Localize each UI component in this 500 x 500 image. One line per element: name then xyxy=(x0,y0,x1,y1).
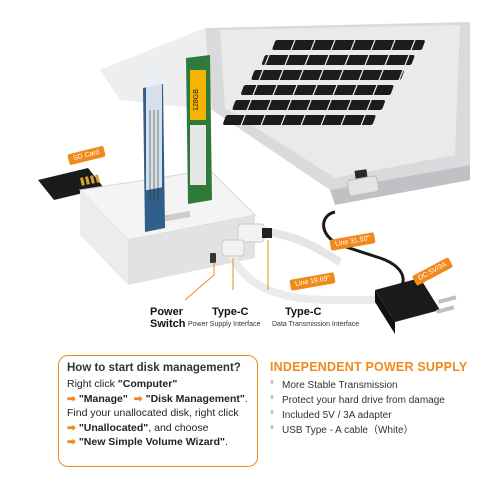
laptop-illustration xyxy=(100,22,470,205)
howto-l4-end: , and choose xyxy=(148,421,209,434)
power-switch-line1: Power xyxy=(150,306,184,318)
cables xyxy=(221,175,405,304)
product-scene: 128GB xyxy=(38,22,470,334)
supply-item: ° More Stable Transmission xyxy=(270,378,490,393)
howto-l1-pre: Right click xyxy=(67,378,118,390)
howto-title: How to start disk management? xyxy=(67,362,241,374)
supply-item-text: Included 5V / 3A adapter xyxy=(282,410,392,421)
type-c-data-title: Type-C xyxy=(285,306,322,318)
power-supply-section: INDEPENDENT POWER SUPPLY ° More Stable Tr… xyxy=(270,360,490,438)
ssd-blue xyxy=(143,67,165,232)
howto-l1-highlight: "Computer" xyxy=(117,378,178,390)
bullet-icon: ° xyxy=(270,425,274,436)
sd-card xyxy=(38,168,104,200)
howto-l2-a: "Manage" xyxy=(78,392,128,405)
power-switch-label: Power Switch xyxy=(150,306,185,330)
type-c-power-sub: Power Supply Interface xyxy=(188,321,261,328)
docking-station xyxy=(78,169,257,285)
howto-l4-highlight: "Unallocated" xyxy=(78,421,149,434)
callout-lines xyxy=(184,240,269,301)
howto-line-2: ➡"Manage" ➡"Disk Management". xyxy=(67,392,249,407)
howto-l2-b: "Disk Management" xyxy=(145,392,245,405)
howto-l5-highlight: "New Simple Volume Wizard" xyxy=(78,436,226,448)
arrow-right-icon: ➡ xyxy=(133,392,143,405)
supply-item-text: USB Type - A cable（White） xyxy=(282,425,414,436)
howto-l5-end: . xyxy=(225,436,228,448)
power-switch-line2: Switch xyxy=(150,318,186,330)
arrow-right-icon: ➡ xyxy=(67,436,76,448)
power-supply-title: INDEPENDENT POWER SUPPLY xyxy=(270,360,468,374)
howto-line-4: ➡"Unallocated", and choose xyxy=(67,421,249,436)
bullet-icon: ° xyxy=(270,410,274,421)
bullet-icon: ° xyxy=(270,395,274,406)
supply-item: ° USB Type - A cable（White） xyxy=(270,423,490,438)
howto-line-5: ➡"New Simple Volume Wizard". xyxy=(67,435,249,450)
arrow-right-icon: ➡ xyxy=(67,392,76,405)
ssd-green: 128GB xyxy=(186,55,212,204)
supply-item-text: Protect your hard drive from damage xyxy=(282,395,445,406)
howto-line-3: Find your unallocated disk, right click xyxy=(67,407,239,419)
supply-item-text: More Stable Transmission xyxy=(282,380,398,391)
type-c-power-title: Type-C xyxy=(212,306,249,318)
howto-l2-end: . xyxy=(244,392,248,405)
supply-item: ° Protect your hard drive from damage xyxy=(270,393,490,408)
arrow-right-icon: ➡ xyxy=(67,421,76,434)
supply-item: ° Included 5V / 3A adapter xyxy=(270,408,490,423)
howto-line-1: Right click "Computer" xyxy=(67,377,249,392)
type-c-data-sub: Data Transmission Interface xyxy=(272,321,360,328)
power-adapter xyxy=(375,278,457,334)
disk-management-howto: How to start disk management? Right clic… xyxy=(58,355,258,467)
ssd-sticker-text: 128GB xyxy=(193,89,200,111)
bullet-icon: ° xyxy=(270,380,274,391)
